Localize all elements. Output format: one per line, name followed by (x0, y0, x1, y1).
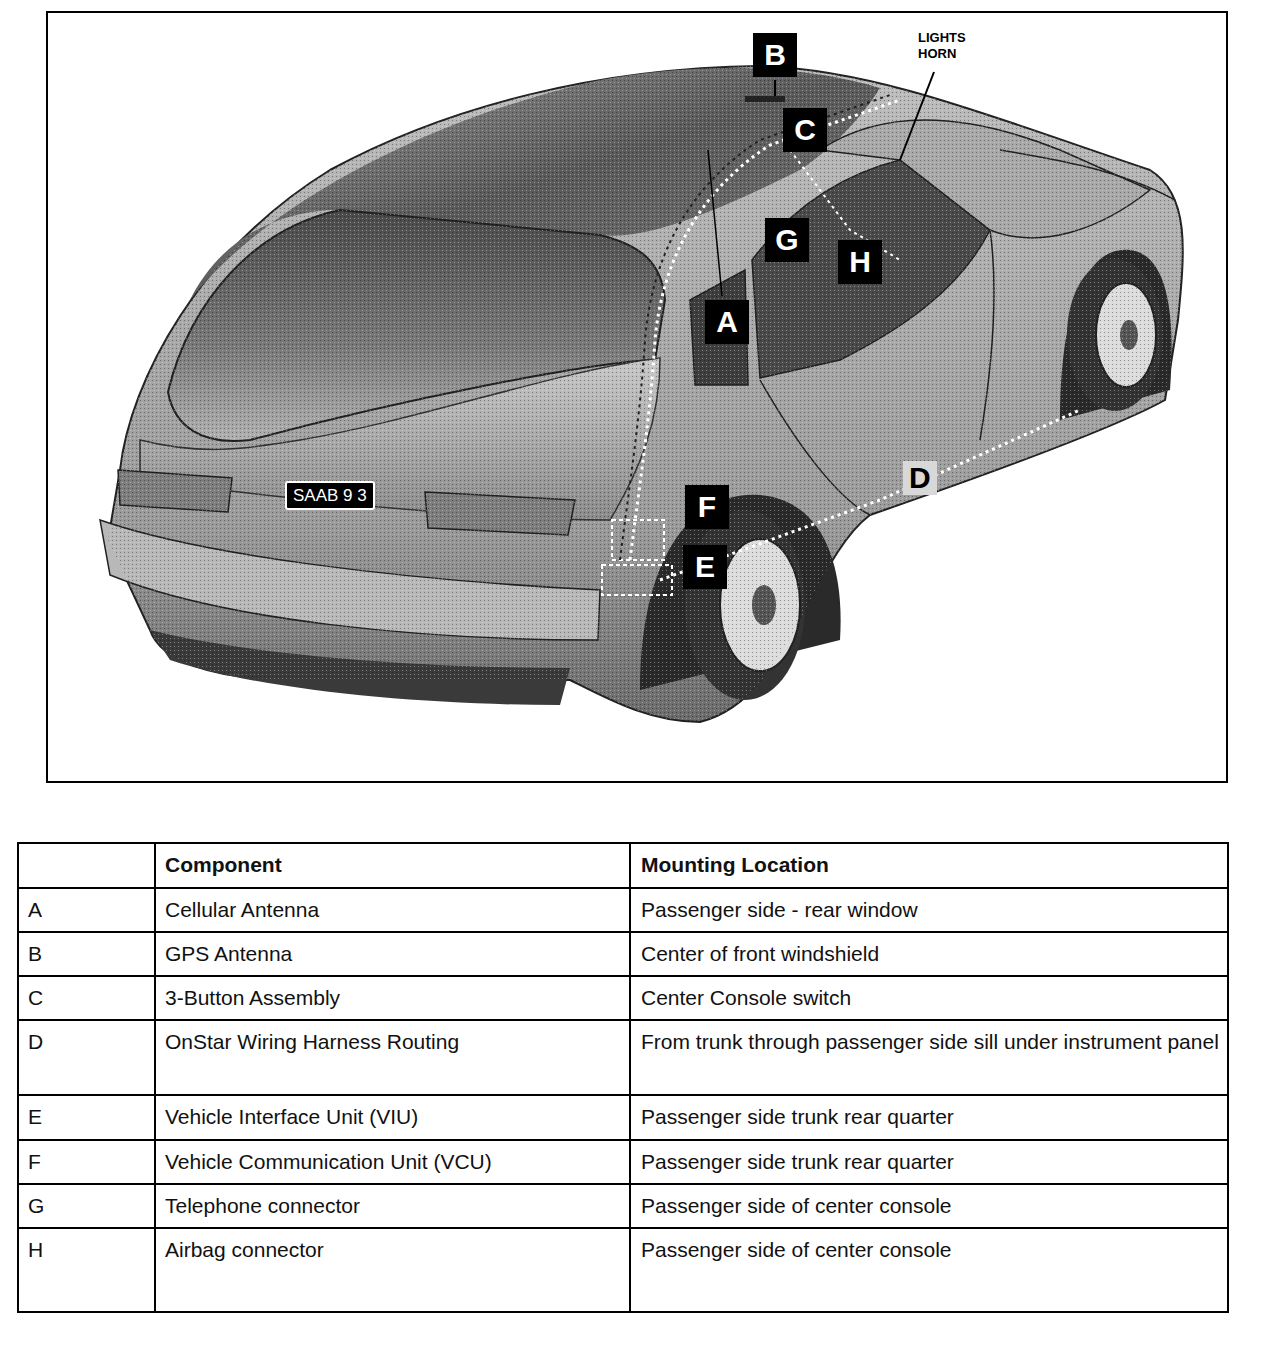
callout-letter: A (705, 300, 749, 344)
table-cell: F (28, 1149, 148, 1174)
table-cell: Vehicle Interface Unit (VIU) (165, 1104, 620, 1129)
table-cell: GPS Antenna (165, 941, 620, 966)
table-cell: E (28, 1104, 148, 1129)
table-cell: Passenger side - rear window (641, 897, 1219, 922)
callout-letter: B (753, 33, 797, 77)
table-cell: D (28, 1029, 148, 1054)
table-cell: 3-Button Assembly (165, 985, 620, 1010)
plate-text: SAAB 9 3 (285, 481, 375, 510)
callout-letter: H (838, 240, 882, 284)
table-cell: OnStar Wiring Harness Routing (165, 1029, 620, 1054)
table-cell: G (28, 1193, 148, 1218)
table-cell: C (28, 985, 148, 1010)
table-cell: Passenger side trunk rear quarter (641, 1149, 1219, 1174)
table-cell: Center of front windshield (641, 941, 1219, 966)
table-cell: Airbag connector (165, 1237, 620, 1262)
table-cell: Passenger side of center console (641, 1193, 1219, 1218)
table-header: Component (165, 852, 620, 877)
table-cell: Passenger side trunk rear quarter (641, 1104, 1219, 1129)
table-cell: Telephone connector (165, 1193, 620, 1218)
table-cell: Cellular Antenna (165, 897, 620, 922)
callout-letter: D (903, 461, 937, 495)
table-cell: From trunk through passenger side sill u… (641, 1029, 1219, 1054)
callout-letter: C (783, 108, 827, 152)
table-cell: Center Console switch (641, 985, 1219, 1010)
table-cell: H (28, 1237, 148, 1262)
callout-letter: F (685, 485, 729, 529)
table-header: Mounting Location (641, 852, 1219, 877)
table-cell: Passenger side of center console (641, 1237, 1219, 1262)
table-cell: B (28, 941, 148, 966)
note-label: LIGHTS HORN (918, 30, 980, 63)
table-cell: A (28, 897, 148, 922)
table-cell: Vehicle Communication Unit (VCU) (165, 1149, 620, 1174)
callout-letter: G (765, 218, 809, 262)
callout-letter: E (683, 545, 727, 589)
